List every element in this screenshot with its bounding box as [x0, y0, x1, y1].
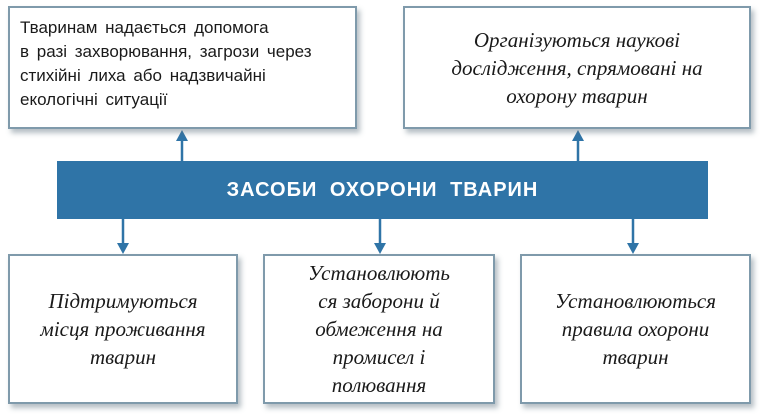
top-right-line-1: Організуються наукові: [473, 27, 681, 52]
bottom-right-box: Установлюються правила охорони тварин: [520, 254, 751, 404]
center-bar: ЗАСОБИ ОХОРОНИ ТВАРИН: [57, 161, 708, 219]
bottom-middle-line-3: обмеження на: [315, 317, 443, 341]
bottom-middle-line-4: промисел і: [332, 345, 426, 369]
bottom-middle-line-1: Установлюють: [308, 261, 450, 285]
bottom-left-box: Підтримуються місця проживання тварин: [8, 254, 238, 404]
bottom-left-line-1: Підтримуються: [48, 289, 198, 313]
top-left-line-1: Тваринам надається допомога: [20, 18, 269, 37]
top-right-line-2: дослідження, спрямовані на: [451, 55, 703, 80]
bottom-left-line-3: тварин: [89, 345, 157, 369]
bottom-middle-line-5: полювання: [331, 373, 427, 397]
top-right-box: Організуються наукові дослідження, спрям…: [403, 6, 751, 129]
center-title: ЗАСОБИ ОХОРОНИ ТВАРИН: [226, 178, 539, 201]
bottom-right-line-3: тварин: [602, 345, 669, 369]
bottom-left-line-2: місця проживання: [40, 317, 206, 341]
arrowhead-bottom-right: [627, 243, 639, 254]
arrowhead-bottom-left: [117, 243, 129, 254]
top-left-line-2: в разі захворювання, загрози через: [20, 42, 312, 61]
top-left-line-4: екологічні ситуації: [20, 90, 168, 109]
bottom-middle-box: Установлюють ся заборони й обмеження на …: [263, 254, 495, 404]
arrowhead-bottom-middle: [374, 243, 386, 254]
arrowhead-top-right: [572, 130, 584, 141]
bottom-right-line-1: Установлюються: [555, 289, 716, 313]
top-left-line-3: стихійні лиха або надзвичайні: [20, 66, 266, 85]
top-right-line-3: охорону тварин: [506, 83, 648, 108]
top-left-box: Тваринам надається допомога в разі захво…: [8, 6, 357, 129]
bottom-right-line-2: правила охорони: [561, 317, 710, 341]
arrowhead-top-left: [176, 130, 188, 141]
bottom-middle-line-2: ся заборони й: [318, 289, 440, 313]
